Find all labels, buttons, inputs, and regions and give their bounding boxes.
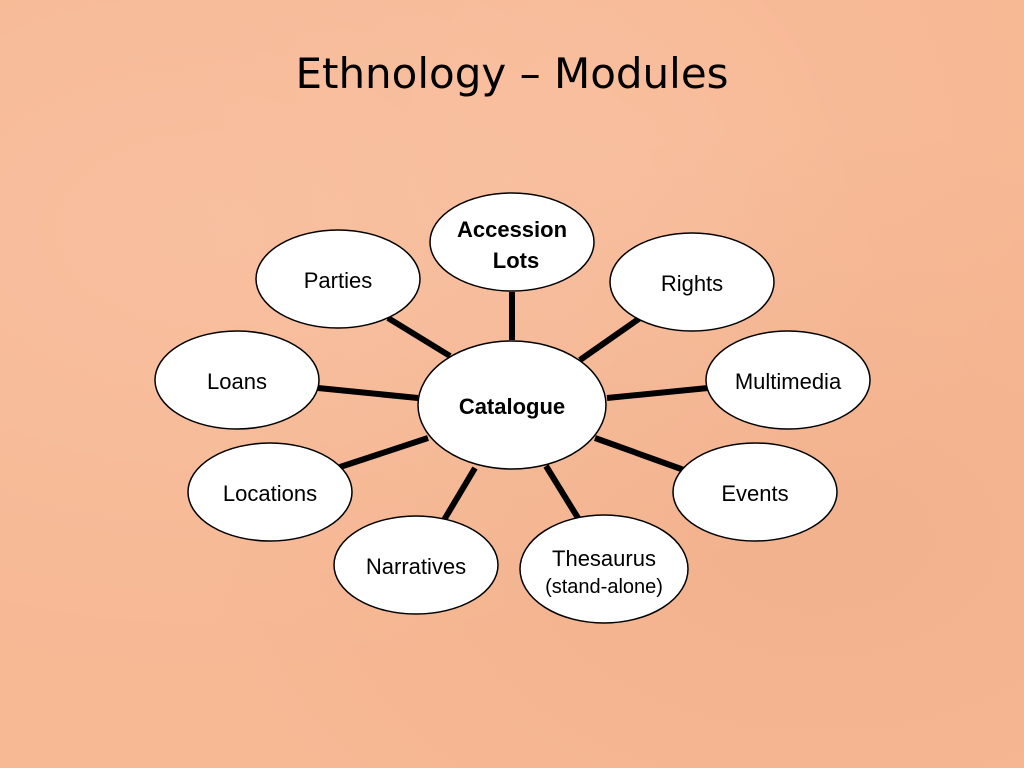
- node-catalogue: Catalogue: [417, 340, 607, 470]
- node-locations: Locations: [187, 442, 353, 542]
- node-thesaurus-label-line2: (stand-alone): [545, 576, 663, 598]
- connector-multimedia: [606, 385, 709, 401]
- node-loans-label: Loans: [207, 369, 267, 394]
- node-thesaurus: Thesaurus (stand-alone): [519, 514, 689, 624]
- connector-locations: [339, 435, 429, 470]
- node-rights: Rights: [609, 232, 775, 332]
- connector-rights: [578, 315, 642, 363]
- node-multimedia: Multimedia: [705, 330, 871, 430]
- node-narratives-label: Narratives: [366, 554, 466, 579]
- node-events: Events: [672, 442, 838, 542]
- connector-parties: [386, 315, 452, 359]
- node-accession-lots: Accession Lots: [429, 192, 595, 292]
- node-narratives: Narratives: [333, 515, 499, 615]
- node-loans: Loans: [154, 330, 320, 430]
- node-multimedia-label: Multimedia: [735, 369, 842, 394]
- connector-thesaurus: [543, 464, 581, 520]
- slide-title: Ethnology – Modules: [295, 49, 729, 98]
- connector-loans: [317, 385, 419, 401]
- node-rights-label: Rights: [661, 271, 723, 296]
- node-catalogue-label: Catalogue: [459, 394, 565, 419]
- node-accession-label-line2: Lots: [493, 248, 539, 273]
- connector-events: [593, 435, 686, 473]
- node-locations-label: Locations: [223, 481, 317, 506]
- node-parties: Parties: [255, 229, 421, 329]
- node-thesaurus-label-line1: Thesaurus: [552, 546, 656, 571]
- connector-narratives: [441, 466, 478, 522]
- node-parties-label: Parties: [304, 268, 372, 293]
- connectors: [317, 292, 709, 522]
- node-events-label: Events: [721, 481, 788, 506]
- node-accession-label-line1: Accession: [457, 217, 567, 242]
